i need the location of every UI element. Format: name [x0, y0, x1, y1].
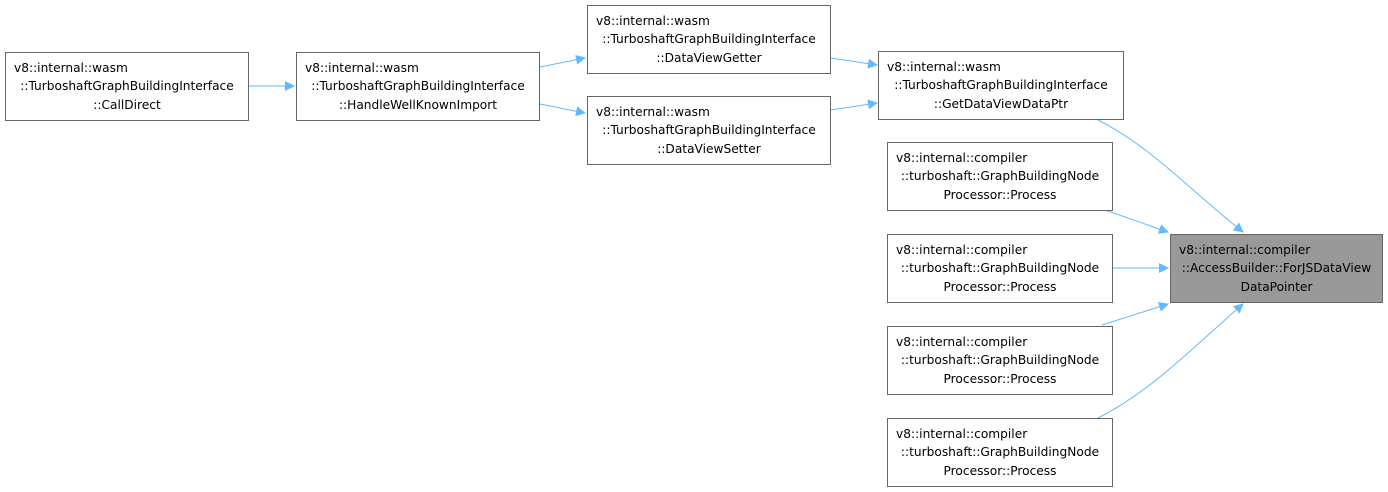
node-data-view-getter[interactable]: v8::internal::wasm ::TurboshaftGraphBuil…: [587, 5, 831, 74]
node-process-4-line-2: ::turboshaft::GraphBuildingNode: [900, 445, 1100, 460]
node-process-3-line-3: Processor::Process: [943, 371, 1057, 386]
node-process-4-line-1: v8::internal::compiler: [896, 426, 1028, 441]
node-process-4[interactable]: v8::internal::compiler ::turboshaft::Gra…: [887, 418, 1113, 487]
node-data-view-getter-line-3: ::DataViewGetter: [656, 50, 762, 65]
node-process-3-line-2: ::turboshaft::GraphBuildingNode: [900, 353, 1100, 368]
node-data-view-getter-line-1: v8::internal::wasm: [596, 13, 710, 28]
node-data-view-setter-line-1: v8::internal::wasm: [596, 104, 710, 119]
edge-getdataviewdataptr-to-forjsdataview: [1097, 119, 1244, 233]
node-for-js-data-view-data-pointer-line-1: v8::internal::compiler: [1179, 242, 1311, 257]
node-handle-well-known-import-line-2: ::TurboshaftGraphBuildingInterface: [311, 79, 525, 94]
node-data-view-setter-line-3: ::DataViewSetter: [657, 141, 761, 156]
edge-handlewellknownimport-to-dataviewsetter: [539, 103, 586, 117]
node-process-1-line-3: Processor::Process: [943, 187, 1057, 202]
node-process-2-line-3: Processor::Process: [943, 279, 1057, 294]
node-get-data-view-data-ptr-line-2: ::TurboshaftGraphBuildingInterface: [894, 78, 1108, 93]
node-call-direct-line-1: v8::internal::wasm: [14, 60, 128, 75]
node-for-js-data-view-data-pointer-line-3: DataPointer: [1240, 279, 1313, 294]
node-data-view-getter-line-2: ::TurboshaftGraphBuildingInterface: [602, 32, 816, 47]
node-for-js-data-view-data-pointer: v8::internal::compiler ::AccessBuilder::…: [1170, 234, 1383, 303]
edge-process4-to-forjsdataview: [1097, 303, 1244, 419]
node-process-2-line-1: v8::internal::compiler: [896, 242, 1028, 257]
edge-dataviewsetter-to-getdataviewdataptr: [830, 99, 878, 111]
node-process-1[interactable]: v8::internal::compiler ::turboshaft::Gra…: [887, 142, 1113, 211]
edge-dataviewgetter-to-getdataviewdataptr: [830, 57, 878, 69]
edge-process3-to-forjsdataview: [1101, 301, 1169, 326]
node-for-js-data-view-data-pointer-line-2: ::AccessBuilder::ForJSDataView: [1181, 261, 1372, 276]
node-data-view-setter[interactable]: v8::internal::wasm ::TurboshaftGraphBuil…: [587, 96, 831, 165]
node-data-view-setter-line-2: ::TurboshaftGraphBuildingInterface: [602, 123, 816, 138]
node-process-2[interactable]: v8::internal::compiler ::turboshaft::Gra…: [887, 234, 1113, 303]
node-process-3[interactable]: v8::internal::compiler ::turboshaft::Gra…: [887, 326, 1113, 395]
node-handle-well-known-import[interactable]: v8::internal::wasm ::TurboshaftGraphBuil…: [296, 52, 540, 121]
edge-handlewellknownimport-to-dataviewgetter: [539, 54, 586, 68]
node-get-data-view-data-ptr-line-3: ::GetDataViewDataPtr: [933, 96, 1069, 111]
node-process-1-line-1: v8::internal::compiler: [896, 150, 1028, 165]
node-handle-well-known-import-line-1: v8::internal::wasm: [305, 60, 419, 75]
node-process-4-line-3: Processor::Process: [943, 463, 1057, 478]
node-handle-well-known-import-line-3: ::HandleWellKnownImport: [338, 97, 498, 112]
node-call-direct-line-2: ::TurboshaftGraphBuildingInterface: [20, 79, 234, 94]
node-process-2-line-2: ::turboshaft::GraphBuildingNode: [900, 261, 1100, 276]
node-call-direct-line-3: ::CallDirect: [93, 97, 161, 112]
node-process-3-line-1: v8::internal::compiler: [896, 334, 1028, 349]
node-get-data-view-data-ptr-line-1: v8::internal::wasm: [887, 59, 1001, 74]
node-get-data-view-data-ptr[interactable]: v8::internal::wasm ::TurboshaftGraphBuil…: [878, 51, 1124, 120]
node-call-direct[interactable]: v8::internal::wasm ::TurboshaftGraphBuil…: [5, 52, 249, 121]
edge-process1-to-forjsdataview: [1101, 208, 1169, 234]
node-process-1-line-2: ::turboshaft::GraphBuildingNode: [900, 169, 1100, 184]
